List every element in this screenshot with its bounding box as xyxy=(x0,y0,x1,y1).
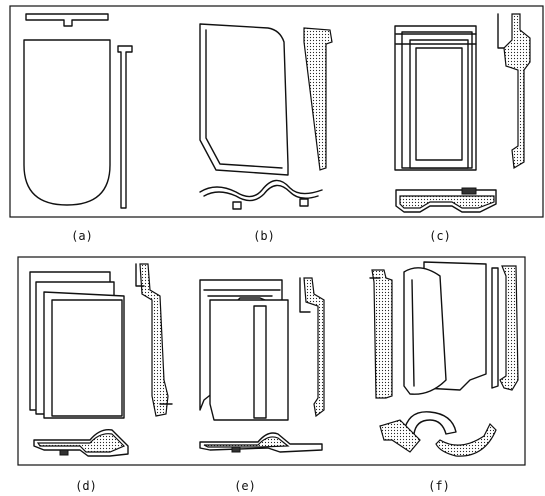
tile-f-left-section xyxy=(371,269,393,399)
tile-d-profile-lug xyxy=(59,449,69,456)
tile-e-drawing xyxy=(199,277,325,453)
tile-e-face-channel xyxy=(253,305,267,419)
tile-b-side-section xyxy=(303,27,333,171)
tile-d-profile-fill xyxy=(36,433,126,453)
caption-b: (b) xyxy=(253,229,275,243)
tile-d-side-section xyxy=(139,263,169,417)
tile-f-profile-right-wing xyxy=(435,422,497,457)
tile-c-side-section xyxy=(503,13,531,169)
tile-f-right-thin xyxy=(491,267,499,389)
tile-e-side-hook xyxy=(299,277,311,313)
caption-e: (e) xyxy=(234,479,256,493)
tile-f-front-tile xyxy=(403,267,447,395)
tile-e-face-steps xyxy=(203,289,281,297)
tile-c-profile-lug xyxy=(461,187,477,195)
tile-f-front-tile-curve xyxy=(411,279,415,387)
tile-e-face-main xyxy=(209,299,289,421)
tile-d-face-panel xyxy=(51,299,123,417)
tile-b-profile-inner xyxy=(203,184,319,202)
tile-f-profile-half-round xyxy=(403,411,457,435)
caption-c: (c) xyxy=(429,229,451,243)
tile-a-side-section xyxy=(117,45,133,209)
tile-f-drawing xyxy=(369,261,519,457)
top-panel-frame xyxy=(9,5,544,218)
tile-c-profile-fill xyxy=(399,195,495,209)
tile-b-drawing xyxy=(199,23,333,210)
caption-a: (a) xyxy=(71,229,93,243)
tile-d-side-hook xyxy=(135,263,173,405)
tile-c-face-recess xyxy=(415,47,463,161)
tile-b-profile-lug-2 xyxy=(299,198,309,207)
tile-b-face xyxy=(199,23,289,176)
tile-c-drawing xyxy=(394,13,531,213)
tile-b-profile-lug-1 xyxy=(232,201,242,210)
tile-c-face-ribs xyxy=(395,33,477,45)
tile-e-profile-fill xyxy=(203,436,290,448)
tile-f-right-section xyxy=(499,265,519,391)
tile-a-drawing xyxy=(23,13,133,209)
tile-b-face-edge xyxy=(205,29,283,169)
caption-d: (d) xyxy=(75,479,97,493)
tile-d-drawing xyxy=(29,263,173,457)
bottom-panel-frame xyxy=(17,256,526,466)
tile-c-face-front xyxy=(409,39,469,169)
tile-e-profile-lug xyxy=(231,446,241,453)
tile-c-side-hook xyxy=(497,13,505,49)
tile-a-face xyxy=(23,39,111,206)
tile-f-profile-left-wing xyxy=(379,419,421,453)
caption-f: (f) xyxy=(428,479,450,493)
tile-e-side-section xyxy=(303,277,325,418)
tile-b-profile xyxy=(199,179,323,198)
tile-a-top-section xyxy=(25,13,109,27)
